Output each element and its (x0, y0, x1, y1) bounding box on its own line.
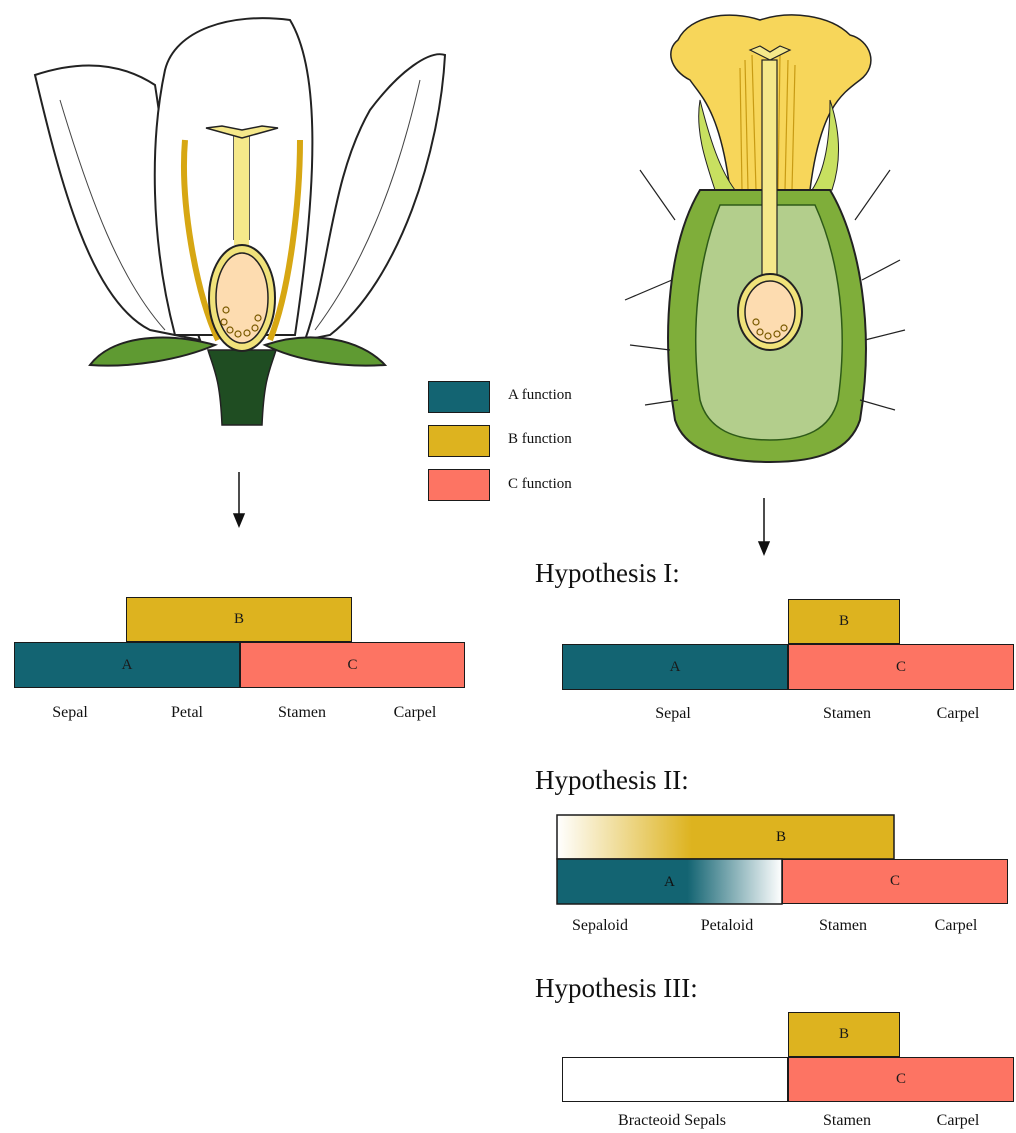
hyp2-b-label: B (776, 829, 786, 846)
model-organ-label: Stamen (278, 704, 326, 722)
hyp3-c-box: C (788, 1057, 1014, 1102)
model-c-box: C (240, 642, 465, 688)
arrow-left (234, 472, 244, 526)
hyp1-c-box: C (788, 644, 1014, 690)
hypothesis-1-title: Hypothesis I: (535, 558, 680, 589)
hyp2-organ-label: Sepaloid (572, 917, 628, 935)
hyp3-b-box: B (788, 1012, 900, 1057)
hyp1-a-box: A (562, 644, 788, 690)
legend-swatch-b (428, 425, 490, 457)
hyp3-organ-label: Carpel (937, 1112, 980, 1130)
hyp2-b-gradient-box (557, 815, 894, 859)
legend-swatch-c (428, 469, 490, 501)
sepal-left (90, 338, 215, 366)
hyp2-a-label: A (664, 874, 675, 891)
right-flower-illustration (625, 15, 905, 462)
legend-label-a: A function (508, 387, 572, 404)
petal-right (305, 54, 445, 340)
hyp1-organ-label: Sepal (655, 705, 691, 723)
hyp3-empty-box (562, 1057, 788, 1102)
arrow-right (759, 498, 769, 554)
legend-label-c: C function (508, 476, 572, 493)
hyp1-b-box: B (788, 599, 900, 644)
left-flower-illustration (35, 18, 445, 425)
sepal-right (265, 338, 385, 366)
hyp3-organ-label: Stamen (823, 1112, 871, 1130)
model-a-box: A (14, 642, 240, 688)
hyp3-organ-label: Bracteoid Sepals (618, 1112, 726, 1130)
hypothesis-3-title: Hypothesis III: (535, 973, 698, 1004)
hyp2-c-box: C (782, 859, 1008, 904)
hyp2-organ-label: Petaloid (701, 917, 753, 935)
hypothesis-2-title: Hypothesis II: (535, 765, 689, 796)
legend-label-b: B function (508, 431, 572, 448)
model-b-box: B (126, 597, 352, 642)
model-organ-label: Sepal (52, 704, 88, 722)
hyp1-organ-label: Stamen (823, 705, 871, 723)
hyp2-organ-label: Stamen (819, 917, 867, 935)
hyp1-organ-label: Carpel (937, 705, 980, 723)
model-organ-label: Carpel (394, 704, 437, 722)
legend-swatch-a (428, 381, 490, 413)
hyp2-organ-label: Carpel (935, 917, 978, 935)
model-organ-label: Petal (171, 704, 203, 722)
stem (208, 350, 276, 425)
